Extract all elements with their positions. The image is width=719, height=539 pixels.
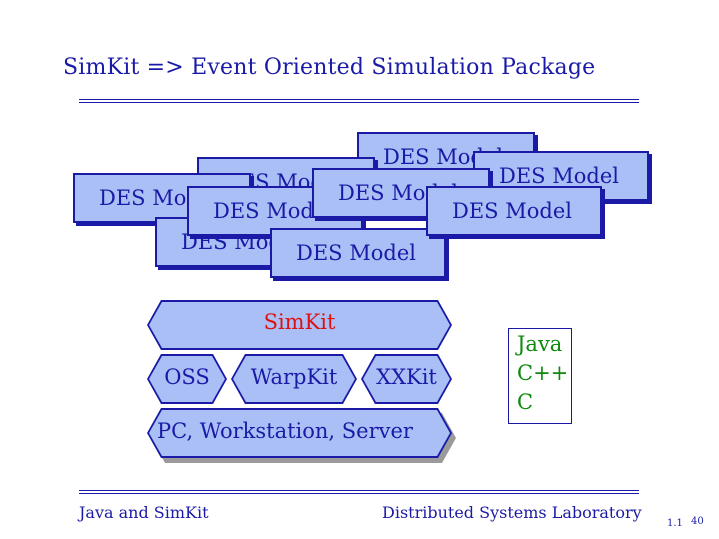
simkit-label: SimKit [263,310,336,334]
footer-page-number: 40 [691,516,704,527]
des-model-box: DES Model [270,228,446,278]
language-item: C [517,390,534,414]
footer-rule-bottom [79,493,639,494]
language-item: Java [517,332,563,356]
platform-label: PC, Workstation, Server [157,419,413,443]
xxkit-label: XXKit [376,365,437,389]
footer-left: Java and SimKit [79,503,209,522]
language-box: Java C++ C [508,328,572,424]
language-item: C++ [517,361,569,385]
title-rule-top [79,99,639,100]
footer-right: Distributed Systems Laboratory [382,503,642,522]
oss-label: OSS [164,365,210,389]
page-title: SimKit => Event Oriented Simulation Pack… [63,55,596,80]
title-rule-bottom [79,102,639,103]
warpkit-label: WarpKit [250,365,338,389]
footer-rule-top [79,490,639,491]
des-model-box: DES Model [426,186,602,236]
footer-version: 1.1 [667,518,683,529]
